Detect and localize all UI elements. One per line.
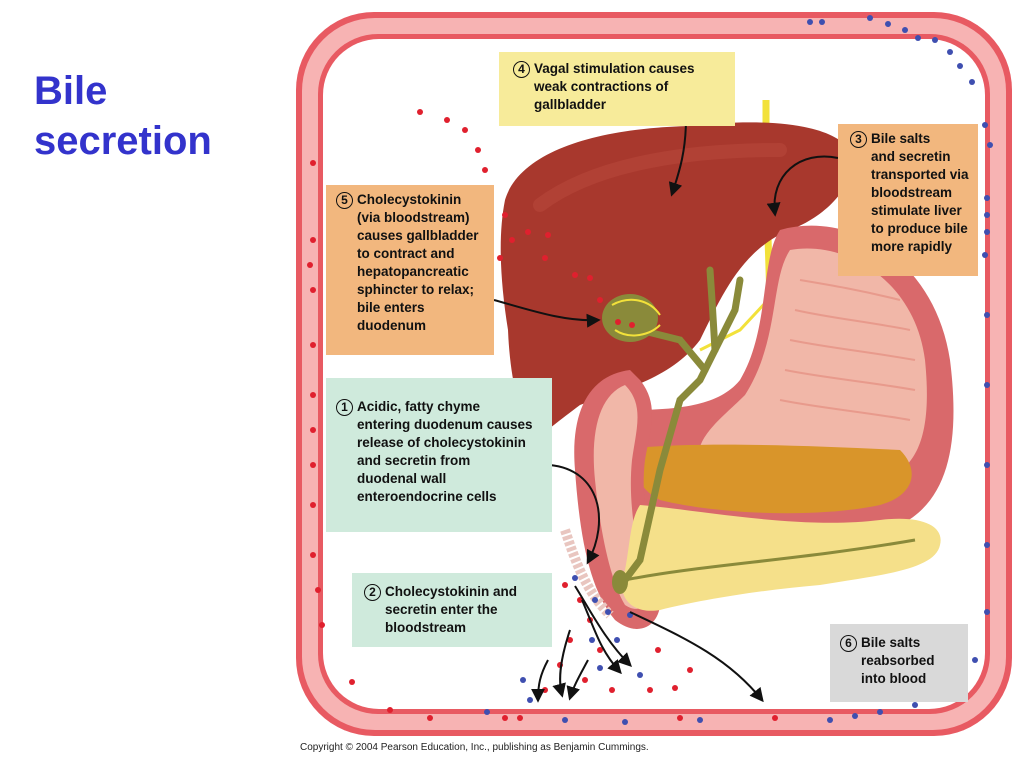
gallbladder-nerves: [611, 298, 661, 337]
step-2-text: Cholecystokinin and secretin enter the b…: [385, 584, 518, 635]
arrow-step3: [766, 155, 839, 217]
bile-ducts: [621, 266, 744, 584]
step-6-text: Bile salts reabsorbed into blood: [861, 635, 935, 686]
step-5-text: Cholecystokinin (via bloodstream) causes…: [357, 192, 479, 333]
step-number-badge: 3: [850, 131, 867, 148]
arrow-step1: [549, 464, 600, 565]
arrow-step5: [493, 299, 601, 328]
duodenal-wall-cells: [560, 528, 614, 619]
step-number-badge: 6: [840, 635, 857, 652]
arrow-step2a: [574, 585, 632, 667]
step-1-box: 1 Acidic, fatty chyme entering duodenum …: [326, 378, 552, 532]
vessel-bile-salt-dots: [484, 15, 993, 725]
liver: [500, 122, 852, 440]
stomach-rugae: [779, 279, 916, 421]
step-6-box: 6 Bile salts reabsorbed into blood: [830, 624, 968, 702]
arrow-step4: [668, 117, 687, 197]
step-2-box: 2 Cholecystokinin and secretin enter the…: [352, 573, 552, 647]
arrow-step2c: [552, 629, 571, 698]
step-3-box: 3 Bile salts and secretin transported vi…: [838, 124, 978, 276]
arrow-step6: [629, 611, 764, 703]
arrow-step2b: [581, 599, 622, 675]
chyme: [633, 444, 912, 514]
stomach-lining: [698, 248, 927, 485]
flow-arrows: [493, 117, 839, 703]
step-5-box: 5 Cholecystokinin (via bloodstream) caus…: [326, 185, 494, 355]
arrow-step2e: [566, 659, 589, 701]
step-number-badge: 5: [336, 192, 353, 209]
arrow-step2d: [531, 659, 549, 703]
step-4-text: Vagal stimulation causes weak contractio…: [534, 61, 695, 112]
step-3-text: Bile salts and secretin transported via …: [871, 131, 969, 254]
step-4-box: 4 Vagal stimulation causes weak contract…: [499, 52, 735, 126]
copyright-notice: Copyright © 2004 Pearson Education, Inc.…: [300, 742, 649, 753]
vessel-hormone-dots: [307, 160, 778, 721]
step-number-badge: 1: [336, 399, 353, 416]
slide-title: Bile secretion: [34, 69, 212, 163]
step-number-badge: 2: [364, 584, 381, 601]
hepatopancreatic-ampulla: [612, 570, 628, 594]
step-1-text: Acidic, fatty chyme entering duodenum ca…: [357, 399, 533, 504]
pancreatic-duct: [624, 538, 916, 582]
step-number-badge: 4: [513, 61, 530, 78]
liver-highlight: [533, 143, 787, 212]
